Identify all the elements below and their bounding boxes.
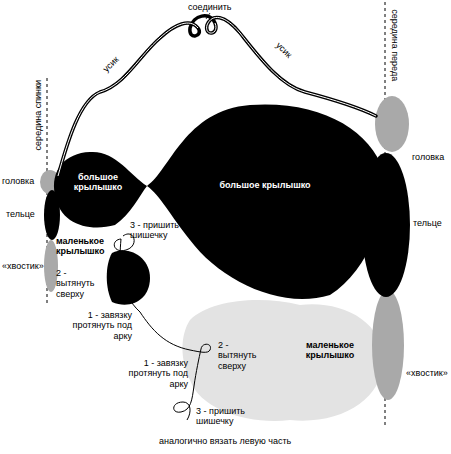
wing-label: большое крылышко (62, 172, 134, 193)
callout-note: 2 - вытянуть сверху (56, 268, 102, 299)
antenna-inner (58, 17, 376, 176)
part-name: головка (412, 152, 444, 162)
callout-note: 1 - завязку протянуть под арку (66, 310, 132, 341)
part-name: «хвостик» (406, 368, 448, 378)
callout-note: 1 - завязку протянуть под арку (128, 358, 188, 389)
part-name: головка (2, 176, 34, 186)
wing-label: маленькое крылышко (56, 236, 108, 257)
callout-note: 3 - пришить шишечку (130, 220, 182, 241)
callout-note: 2 - вытянуть сверху (218, 340, 268, 371)
callout-note: 3 - пришить шишечку (196, 406, 258, 427)
small-wing: маленькое крылышко (56, 236, 108, 257)
wing-label: маленькое крылышко (292, 340, 368, 361)
guide-label: середина спинки (33, 80, 43, 150)
part-name: тельце (413, 218, 442, 228)
part-name: усик (274, 40, 294, 60)
small-wing: маленькое крылышко (292, 340, 368, 361)
big-wing-right-shape (147, 104, 384, 298)
note: аналогично вязать левую часть (159, 436, 291, 446)
join-leader (206, 13, 210, 19)
part-name: усик (101, 54, 121, 74)
antenna (58, 16, 376, 176)
head-right (375, 96, 409, 152)
big-wing: большое крылышко (215, 180, 315, 190)
small-wing-right-shape (183, 300, 384, 421)
tail-right (372, 290, 404, 400)
tail-left (44, 240, 58, 292)
part-name: тельце (6, 209, 35, 219)
wing-label: большое крылышко (215, 180, 315, 190)
part-name: «хвостик» (2, 261, 44, 271)
note: соединить (188, 2, 232, 12)
big-wing-left-shape (54, 152, 147, 228)
guide-label: середина переда (390, 9, 400, 81)
big-wing: большое крылышко (62, 172, 134, 193)
